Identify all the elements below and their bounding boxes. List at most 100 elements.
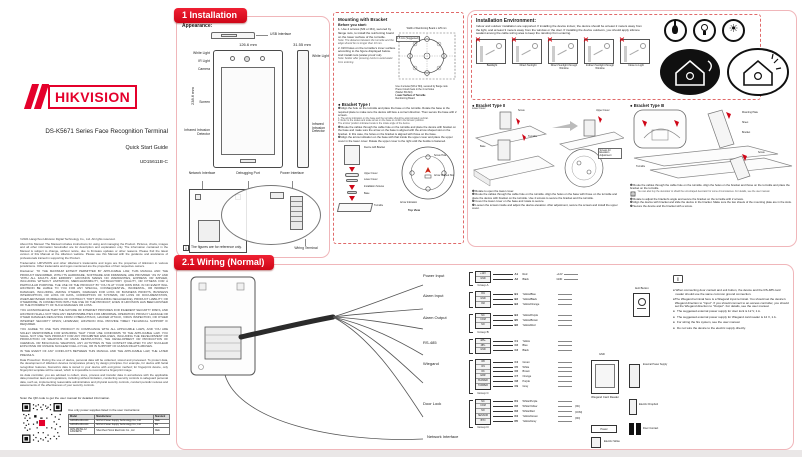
psu-row: ADS-26FSG-12 12024EPG Shenzhen Honor Ele… (67, 427, 171, 436)
label-screen: Screen (199, 100, 210, 104)
bracket3-note: You can also buy the decorator to shield… (637, 190, 770, 194)
wire-color: Black (522, 349, 529, 353)
mounting-panel: Mounting with Bracket Before you start: … (333, 12, 464, 244)
bracket2-step-4: ❹ Loosen the screws inside and adjust th… (472, 202, 618, 211)
legal-paragraph: Data Protection: During the use of devic… (20, 357, 168, 372)
group-caption: Group C (477, 390, 489, 395)
com-label: (COM) (575, 411, 583, 414)
label-turnstile: Turnstile (528, 135, 538, 138)
top-view-inset (401, 146, 455, 200)
wire-list: C4 Green C5 White (493, 359, 572, 389)
screen (221, 67, 275, 155)
avoid-condition-icon (547, 36, 578, 64)
wire-line (558, 299, 572, 301)
wire-line (564, 273, 579, 275)
terminal-pin: COM (476, 318, 490, 324)
device-front-view (213, 50, 283, 168)
avoid-condition: Backlight (475, 36, 508, 70)
hikvision-logo: HIKVISION (23, 84, 138, 109)
wiring-note-text: When connecting door contact and exit bu… (675, 288, 781, 296)
wire-line (558, 366, 572, 368)
terminal-zoom-ellipse (221, 185, 321, 245)
wire-color: Yellow/Orange (522, 302, 540, 306)
wire-line (493, 320, 513, 322)
before-you-start: Before you start: (338, 23, 367, 27)
info-icon (630, 191, 636, 197)
wire-line (558, 411, 572, 413)
light-bulb-icon (693, 19, 716, 42)
model-note: (Model: BC-M4) (395, 90, 413, 94)
width-dimension: 126.6 mm (239, 42, 257, 47)
wire-id: A1 (514, 272, 518, 276)
wire-line (558, 361, 572, 363)
wire-id: C6 (514, 370, 518, 374)
device-side-view (297, 50, 309, 168)
psu-table: Model Manufacturer Standard G0818S-060-0… (67, 414, 171, 436)
usb-label: USB Interface (270, 32, 292, 36)
wire-id: C7 (514, 375, 518, 379)
bullet-icon: ● (673, 309, 675, 314)
qr-code (22, 403, 62, 443)
wiring-group: RS-485 485+485-GND (423, 337, 601, 355)
group-brace (469, 338, 473, 354)
legal-paragraph: As data controller, you are advised to c… (20, 372, 168, 388)
usb-port-icon (221, 34, 237, 37)
wire-line (493, 406, 513, 408)
wire-id: B2 (514, 298, 518, 302)
environment-body: Indoor and outdoor installation are supp… (476, 24, 642, 36)
wire-id: A2 (514, 277, 518, 281)
wire-id: B6 (514, 324, 518, 328)
wire-color: Purple (522, 380, 531, 384)
wiring-note-text: The Wiegand terminal here is a Wiegand i… (674, 296, 789, 309)
psu-model: G0818S-060-040 (67, 422, 96, 429)
info-icon (183, 245, 189, 251)
wire-id: B4 (514, 314, 518, 318)
label-elevation-screws: Screws for Elevation Adjustment (598, 148, 622, 160)
wire-id: C9 (514, 384, 518, 388)
mounting-note-2: Note: Solder after pressing rivets to av… (338, 57, 393, 64)
wire-row: B5 Yellow/Brown (493, 318, 572, 323)
doc-number: UD15611B-C (139, 160, 168, 165)
wire-color: Gray (522, 384, 529, 388)
wire-row: D1 White/Purple (493, 400, 572, 405)
bullet-icon: ● (673, 320, 675, 325)
label-turnstile: Turnstile (636, 165, 646, 168)
indoor-lighting-allowed-icon (727, 48, 789, 96)
bracket3-heading: ● Bracket Type III (630, 103, 665, 108)
wire-line (558, 325, 572, 327)
terminal-pin: BUZZER (476, 379, 490, 384)
wiegand-card-reader-icon (591, 360, 619, 394)
bracket2-step-1: ❶ Rotate to open the lower cover. (472, 189, 514, 193)
label-screw: Screw (758, 151, 765, 154)
label-arrow-shaped-slot: Arrow Shaped Slot (434, 173, 454, 177)
legal-paragraph: YOU ACKNOWLEDGE THAT THE NATURE OF INTER… (20, 308, 168, 327)
wire-line (493, 401, 513, 403)
wiring-note: ● The suggested external power supply fo… (673, 310, 789, 314)
wire-color: Black (522, 277, 529, 281)
board-label: Reinforcing Board (395, 96, 415, 100)
wiring-note-text: Do not wire the device to the electric s… (677, 325, 746, 330)
wire-color: Orange (522, 375, 532, 379)
camera-icon (244, 56, 250, 62)
avoid-condition: Indirect Sunlight through Window (583, 36, 616, 70)
bracket1-heading: ● Bracket Type I (338, 102, 371, 108)
avoid-condition: Direct Sunlight through Window (547, 36, 580, 70)
terminal-pin: 485- (476, 344, 490, 349)
avoid-condition-label: Direct Sunlight (519, 63, 537, 67)
wire-id: C1 (514, 339, 518, 343)
network-interface-label: Network Interface (427, 434, 459, 439)
wire-line (493, 366, 513, 368)
terminal-pin: GND (480, 276, 486, 280)
product-title: DS-K5671 Series Face Recognition Termina… (45, 128, 168, 135)
wire-line (493, 325, 513, 327)
avoid-condition-icon (619, 36, 650, 64)
manual-info-icon: i (673, 275, 683, 283)
electric-strike-icon (591, 437, 601, 448)
wiring-note-text: For wiring the fire system, see the user… (677, 320, 741, 325)
terminal-pin: IN2 (481, 301, 485, 305)
turnstile-drawing (336, 202, 374, 212)
scan-hint: Scan the QR code to get the user manual … (20, 396, 111, 400)
terminal-block: 485+485-GND (475, 337, 491, 355)
